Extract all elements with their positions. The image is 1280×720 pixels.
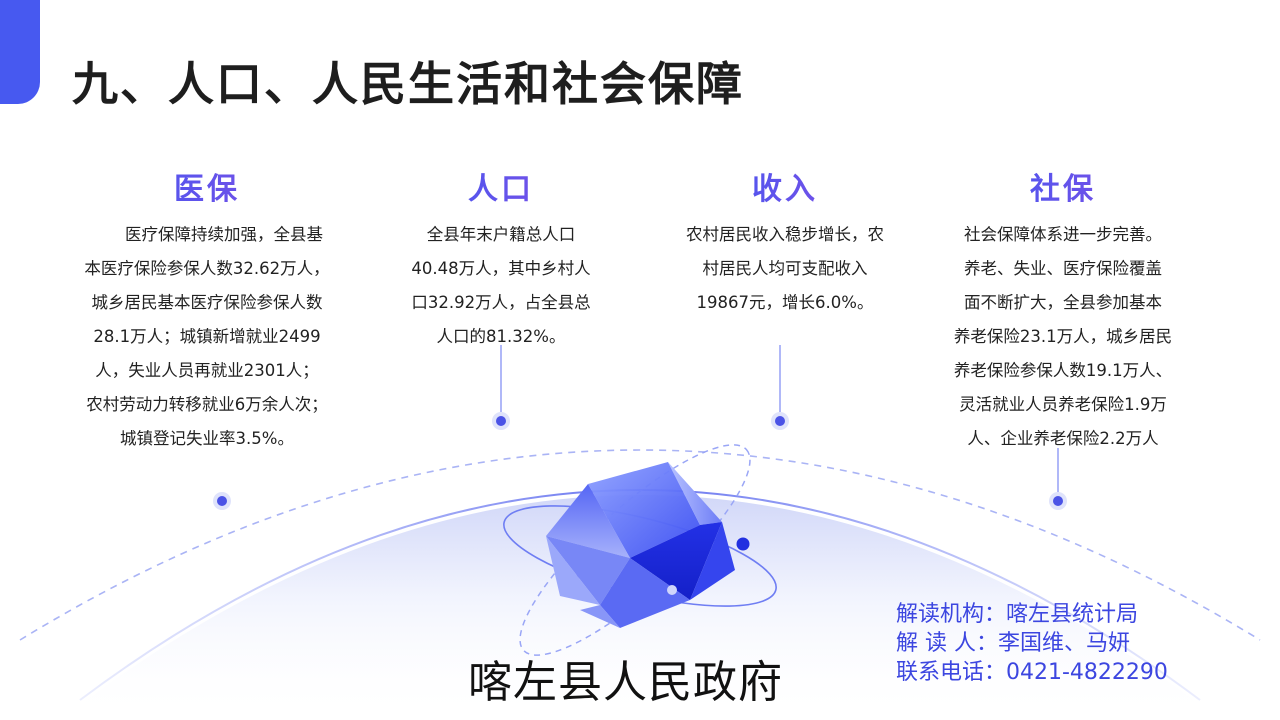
section-heading: 收入	[666, 170, 904, 210]
section-body: 社会保障体系进一步完善。 养老、失业、医疗保险覆盖 面不断扩大，全县参加基本 养…	[938, 218, 1188, 456]
section-population: 人口 全县年末户籍总人口 40.48万人，其中乡村人 口32.92万人，占全县总…	[388, 170, 614, 354]
body-line: 养老、失业、医疗保险覆盖	[964, 259, 1162, 278]
timeline-node-social	[1049, 492, 1067, 510]
body-line: 口32.92万人，占全县总	[411, 293, 591, 312]
section-medical-insurance: 医保 医疗保障持续加强，全县基 本医疗保险参保人数32.62万人， 城乡居民基本…	[62, 170, 352, 456]
section-heading: 医保	[62, 170, 352, 210]
body-line: 社会保障体系进一步完善。	[964, 225, 1162, 244]
section-income: 收入 农村居民收入稳步增长，农 村居民人均可支配收入 19867元，增长6.0%…	[666, 170, 904, 320]
body-line: 村居民人均可支配收入	[702, 259, 868, 278]
body-line: 28.1万人；城镇新增就业2499	[93, 327, 321, 346]
body-line: 养老保险参保人数19.1万人、	[953, 361, 1173, 380]
corner-accent-tab	[0, 0, 40, 104]
body-line: 本医疗保险参保人数32.62万人，	[84, 259, 330, 278]
body-line: 城镇登记失业率3.5%。	[120, 429, 294, 448]
body-line: 40.48万人，其中乡村人	[411, 259, 591, 278]
body-line: 灵活就业人员养老保险1.9万	[959, 395, 1167, 414]
timeline-node-income	[771, 412, 789, 430]
timeline-node-medical	[213, 492, 231, 510]
section-social-security: 社保 社会保障体系进一步完善。 养老、失业、医疗保险覆盖 面不断扩大，全县参加基…	[938, 170, 1188, 456]
body-line: 全县年末户籍总人口	[426, 225, 576, 244]
body-line: 农村劳动力转移就业6万余人次；	[86, 395, 328, 414]
section-heading: 人口	[388, 170, 614, 210]
section-body: 农村居民收入稳步增长，农 村居民人均可支配收入 19867元，增长6.0%。	[666, 218, 904, 320]
body-line: 面不断扩大，全县参加基本	[964, 293, 1162, 312]
body-line: 人口的81.32%。	[436, 327, 566, 346]
body-line: 农村居民收入稳步增长，农	[686, 225, 884, 244]
timeline-node-population	[492, 412, 510, 430]
body-line: 19867元，增长6.0%。	[696, 293, 874, 312]
section-body: 医疗保障持续加强，全县基 本医疗保险参保人数32.62万人， 城乡居民基本医疗保…	[62, 218, 352, 456]
body-line: 人，失业人员再就业2301人；	[95, 361, 319, 380]
credit-agency: 解读机构：喀左县统计局	[896, 602, 1139, 627]
body-line: 城乡居民基本医疗保险参保人数	[91, 293, 323, 312]
credits-block: 解读机构：喀左县统计局 解 读 人：李国维、马妍 联系电话：0421-48222…	[896, 600, 1168, 687]
credit-interpreter: 解 读 人：李国维、马妍	[896, 631, 1130, 656]
section-body: 全县年末户籍总人口 40.48万人，其中乡村人 口32.92万人，占全县总 人口…	[388, 218, 614, 354]
body-line: 人、企业养老保险2.2万人	[967, 429, 1159, 448]
credit-phone: 联系电话：0421-4822290	[896, 660, 1168, 685]
body-line: 养老保险23.1万人，城乡居民	[953, 327, 1173, 346]
organization-name: 喀左县人民政府	[468, 657, 783, 708]
body-line: 医疗保障持续加强，全县基	[125, 225, 323, 244]
section-heading: 社保	[938, 170, 1188, 210]
page-title: 九、人口、人民生活和社会保障	[72, 57, 744, 111]
